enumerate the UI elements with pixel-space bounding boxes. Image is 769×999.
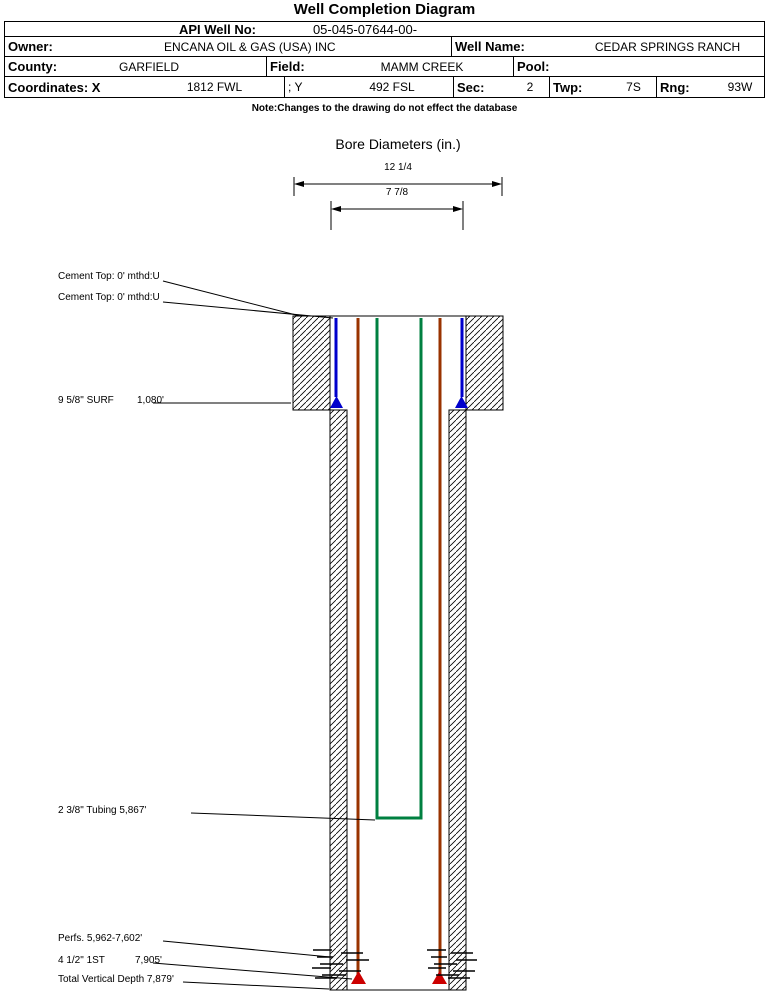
production-casing-label: 4 1/2" 1ST <box>58 955 105 966</box>
production-casing-string <box>351 318 447 984</box>
county-row: County: GARFIELD Field: MAMM CREEK Pool: <box>5 57 764 77</box>
surface-casing-label: 9 5/8" SURF <box>58 395 114 406</box>
perforation-marks <box>312 949 477 979</box>
api-value: 05-045-07644-00- <box>312 22 418 36</box>
page-title: Well Completion Diagram <box>293 1 476 18</box>
county-value: GARFIELD <box>119 59 180 74</box>
pool-label: Pool: <box>513 57 583 76</box>
database-note: Note:Changes to the drawing do not effec… <box>251 103 518 114</box>
coordinates-y-value: 492 FSL <box>369 80 415 94</box>
bore-outer-dimension-label: 12 1/4 <box>384 162 412 173</box>
cement-top-2-label: Cement Top: 0' mthd:U <box>58 292 160 303</box>
surface-cement-right <box>465 315 504 411</box>
perfs-label: Perfs. 5,962-7,602' <box>58 933 143 944</box>
cement-top-1-label: Cement Top: 0' mthd:U <box>58 271 160 282</box>
owner-value: ENCANA OIL & GAS (USA) INC <box>164 39 336 54</box>
cement-sections <box>292 315 504 991</box>
field-value: MAMM CREEK <box>380 59 464 74</box>
production-cement-right <box>448 409 467 991</box>
bore-inner-dimension-label: 7 7/8 <box>385 187 409 198</box>
coordinates-label: Coordinates: X <box>8 79 101 95</box>
surface-casing-shoe-left <box>330 396 343 408</box>
sec-value: 2 <box>526 80 534 94</box>
rng-value: 93W <box>727 80 753 94</box>
production-casing-shoe-left <box>351 971 366 984</box>
production-casing-shoe-right <box>432 971 447 984</box>
county-label: County: <box>8 59 58 74</box>
total-depth-label: Total Vertical Depth 7,879' <box>58 974 174 985</box>
surface-cement-left <box>292 315 331 411</box>
surface-casing-string <box>330 318 468 408</box>
coordinates-row: Coordinates: X 1812 FWL ; Y 492 FSL Sec:… <box>5 77 764 97</box>
surface-casing-shoe-right <box>455 396 468 408</box>
api-row: API Well No: 05-045-07644-00- <box>5 22 764 37</box>
well-info-table: API Well No: 05-045-07644-00- Owner: ENC… <box>4 21 765 98</box>
sec-label: Sec: <box>453 77 511 97</box>
production-cement-left <box>329 409 348 991</box>
well-name-label: Well Name: <box>451 37 571 56</box>
bore-diameters-title: Bore Diameters (in.) <box>335 136 461 152</box>
owner-row: Owner: ENCANA OIL & GAS (USA) INC Well N… <box>5 37 764 57</box>
annotation-leader-lines <box>152 280 376 990</box>
field-label: Field: <box>266 57 331 76</box>
surface-casing-depth-label: 1,080' <box>137 395 164 406</box>
production-casing-depth-label: 7,905' <box>135 955 162 966</box>
twp-value: 7S <box>626 80 641 94</box>
tubing-label: 2 3/8" Tubing 5,867' <box>58 805 147 816</box>
coordinates-y-label: ; Y <box>284 77 331 97</box>
coordinates-x-value: 1812 FWL <box>186 80 243 94</box>
dimension-arrows <box>293 177 503 230</box>
api-label: API Well No: <box>178 22 256 36</box>
rng-label: Rng: <box>656 77 716 97</box>
tubing-string <box>375 318 423 820</box>
owner-label: Owner: <box>8 39 53 54</box>
well-name-value: CEDAR SPRINGS RANCH <box>594 39 741 54</box>
twp-label: Twp: <box>549 77 611 97</box>
